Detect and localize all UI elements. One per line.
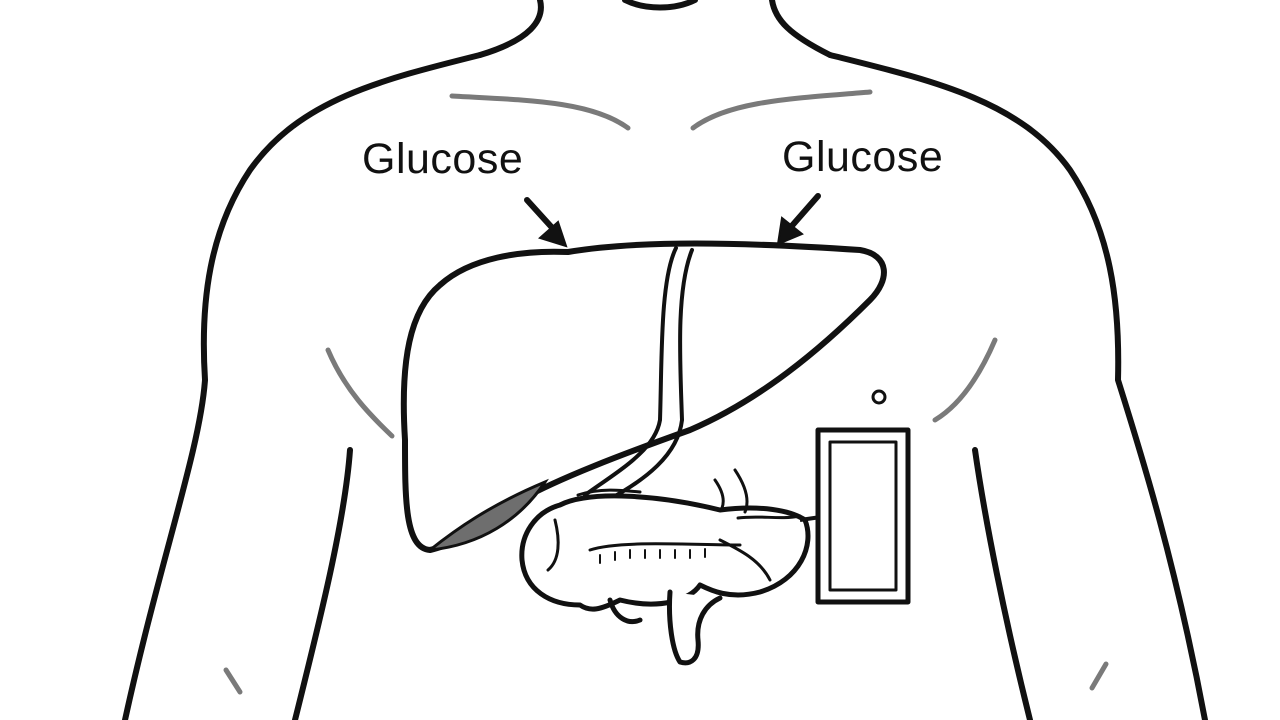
device-panel [815,389,911,605]
glucose-label-left: Glucose [362,135,524,183]
bile-duct [583,246,694,502]
torso-outline [122,0,1208,720]
glucose-label-right: Glucose [782,133,944,181]
intestines [519,468,811,666]
chest-contour-lines [223,89,1109,695]
arrow-down-left-icon [776,193,821,246]
liver [400,240,887,553]
arrow-down-right-icon [524,197,568,248]
